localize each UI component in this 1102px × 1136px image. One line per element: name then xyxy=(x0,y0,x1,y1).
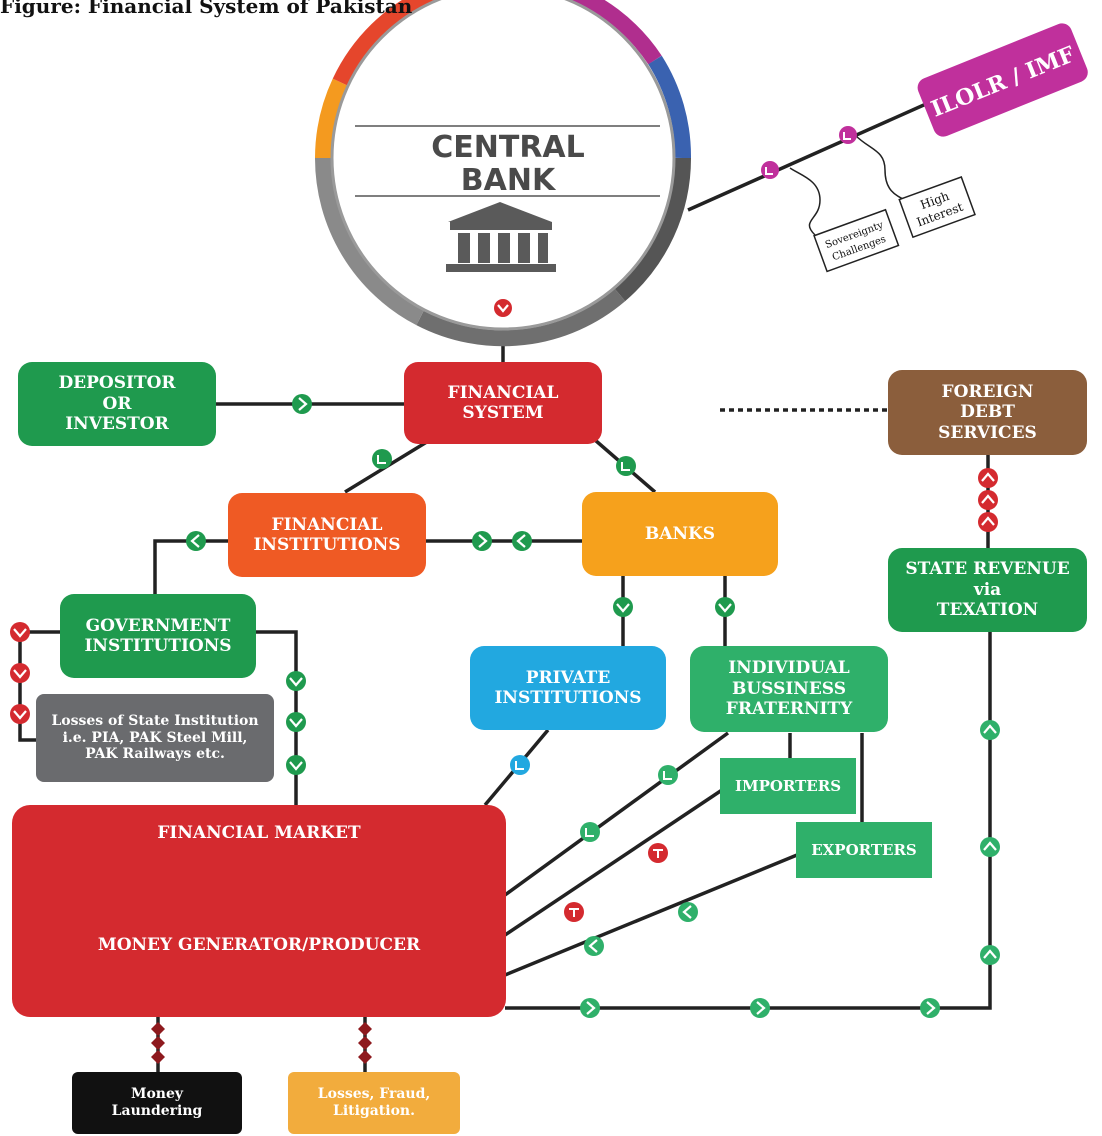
gov-to-losses-line xyxy=(18,630,60,742)
chain-losses xyxy=(358,1022,372,1064)
marker-green-up-1 xyxy=(980,945,1000,965)
individual-business-box: INDIVIDUAL BUSSINESS FRATERNITY xyxy=(690,646,888,732)
marker-green-banks xyxy=(616,456,636,476)
note-sovereignty: Sovereignty Challenges xyxy=(813,208,900,273)
private-institutions-box: PRIVATE INSTITUTIONS xyxy=(470,646,666,730)
marker-red-loss-1 xyxy=(10,622,30,642)
marker-green-exp-2 xyxy=(584,936,604,956)
marker-green-fb-right xyxy=(472,531,492,551)
marker-green-private-down xyxy=(613,597,633,617)
gov-to-market-line xyxy=(255,630,298,805)
marker-green-depositor xyxy=(292,394,312,414)
chain-laundering xyxy=(151,1022,165,1064)
marker-red-imp-2 xyxy=(564,902,584,922)
marker-green-gov-2 xyxy=(286,712,306,732)
marker-green-up-3 xyxy=(980,720,1000,740)
marker-red-loss-2 xyxy=(10,663,30,683)
marker-green-gov-3 xyxy=(286,755,306,775)
ring-arc-gray-3 xyxy=(314,157,424,326)
marker-green-ind-1 xyxy=(658,765,678,785)
central-bank-line2: BANK xyxy=(461,163,557,198)
marker-green-fi xyxy=(372,449,392,469)
financial-market-box: FINANCIAL MARKET MONEY GENERATOR/PRODUCE… xyxy=(12,805,506,1017)
marker-magenta-1 xyxy=(761,161,779,179)
marker-red-down-cb xyxy=(494,299,512,317)
marker-red-imp-1 xyxy=(648,843,668,863)
figure-caption: Figure: Financial System of Pakistan xyxy=(0,0,413,18)
losses-fraud-box: Losses, Fraud, Litigation. xyxy=(288,1072,460,1134)
marker-green-bottom-3 xyxy=(920,998,940,1018)
ring-arc-gray-1 xyxy=(614,157,692,302)
ring-arc-magenta xyxy=(569,0,662,65)
marker-magenta-2 xyxy=(839,126,857,144)
marker-blue-private xyxy=(510,755,530,775)
importers-box: IMPORTERS xyxy=(720,758,856,814)
marker-green-bottom-2 xyxy=(750,998,770,1018)
state-revenue-box: STATE REVENUE via TEXATION xyxy=(888,548,1087,632)
marker-green-fb-left xyxy=(512,531,532,551)
marker-red-up-2 xyxy=(978,490,998,510)
marker-green-bottom-1 xyxy=(580,998,600,1018)
market-to-revenue-line xyxy=(505,630,992,1010)
financial-system-box: FINANCIAL SYSTEM xyxy=(404,362,602,444)
individual-to-market-line xyxy=(503,731,730,897)
note-high-interest: High Interest xyxy=(898,176,976,239)
central-bank-ring xyxy=(314,0,692,347)
marker-green-individual-down xyxy=(715,597,735,617)
importers-to-market-line xyxy=(504,788,723,937)
marker-green-fi-left xyxy=(186,531,206,551)
marker-green-up-2 xyxy=(980,837,1000,857)
bank-building-icon xyxy=(446,202,556,272)
marker-red-loss-3 xyxy=(10,704,30,724)
marker-red-up-3 xyxy=(978,512,998,532)
imf-note-line-2 xyxy=(854,134,906,201)
imf-note-line-1 xyxy=(789,167,821,236)
marker-green-ind-2 xyxy=(580,822,600,842)
central-bank-line1: CENTRAL xyxy=(431,130,585,165)
ring-arc-red-orange xyxy=(332,0,434,86)
losses-state-box: Losses of State Institution i.e. PIA, PA… xyxy=(36,694,274,782)
banks-box: BANKS xyxy=(582,492,778,576)
foreign-debt-box: FOREIGN DEBT SERVICES xyxy=(888,370,1087,455)
exporters-box: EXPORTERS xyxy=(796,822,932,878)
cb-to-imf-line xyxy=(687,98,936,212)
marker-green-exp-1 xyxy=(678,902,698,922)
exporters-to-market-line xyxy=(504,853,798,977)
money-generator-label: MONEY GENERATOR/PRODUCER xyxy=(97,935,421,955)
financial-market-title: FINANCIAL MARKET xyxy=(157,823,361,843)
imf-tag: ILOLR / IMF xyxy=(917,23,1088,137)
government-institutions-box: GOVERNMENT INSTITUTIONS xyxy=(60,594,256,678)
ring-arc-gray-2 xyxy=(416,288,626,347)
ring-arc-orange xyxy=(315,78,348,159)
marker-red-up-1 xyxy=(978,468,998,488)
money-laundering-box: Money Laundering xyxy=(72,1072,242,1134)
depositor-box: DEPOSITOR OR INVESTOR xyxy=(18,362,216,446)
ring-arc-blue xyxy=(648,55,692,159)
financial-institutions-box: FINANCIAL INSTITUTIONS xyxy=(228,493,426,577)
arrow-markers xyxy=(10,126,1000,1064)
marker-green-gov-1 xyxy=(286,671,306,691)
